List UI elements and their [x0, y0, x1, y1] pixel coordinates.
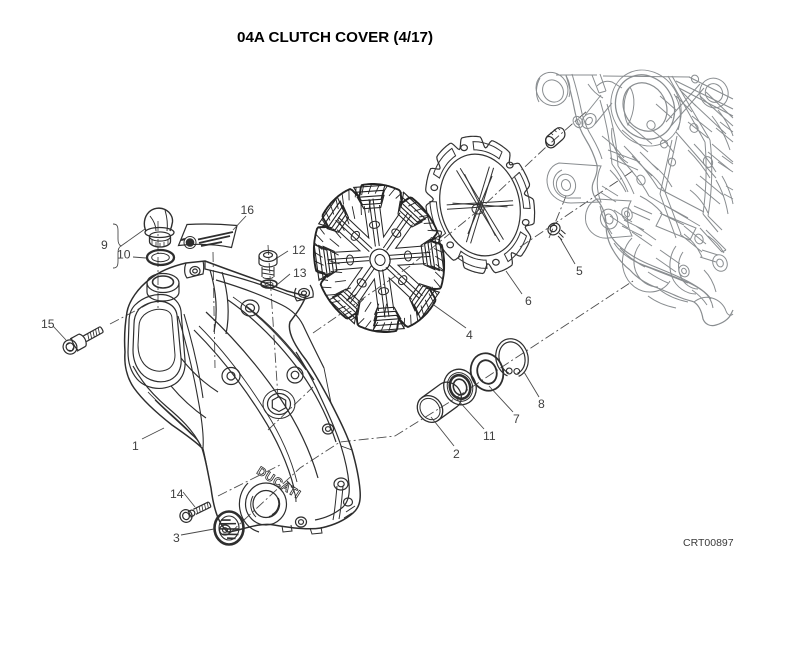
svg-text:DUCATI: DUCATI	[254, 464, 303, 502]
svg-text:14: 14	[170, 487, 184, 501]
svg-text:11: 11	[483, 429, 496, 443]
svg-text:12: 12	[292, 243, 306, 257]
svg-text:8: 8	[538, 397, 545, 411]
svg-text:4: 4	[466, 328, 473, 342]
svg-text:1: 1	[132, 439, 139, 453]
svg-text:7: 7	[513, 412, 520, 426]
svg-text:2: 2	[453, 447, 460, 461]
svg-text:5: 5	[576, 264, 583, 278]
svg-text:15: 15	[41, 317, 55, 331]
svg-text:6: 6	[525, 294, 532, 308]
svg-text:13: 13	[293, 266, 307, 280]
svg-text:9: 9	[101, 238, 108, 252]
svg-text:3: 3	[173, 531, 180, 545]
svg-text:CRT00897: CRT00897	[683, 537, 734, 549]
svg-text:04A CLUTCH COVER (4/17): 04A CLUTCH COVER (4/17)	[237, 29, 433, 46]
svg-text:10: 10	[117, 248, 131, 262]
svg-text:16: 16	[241, 203, 255, 217]
